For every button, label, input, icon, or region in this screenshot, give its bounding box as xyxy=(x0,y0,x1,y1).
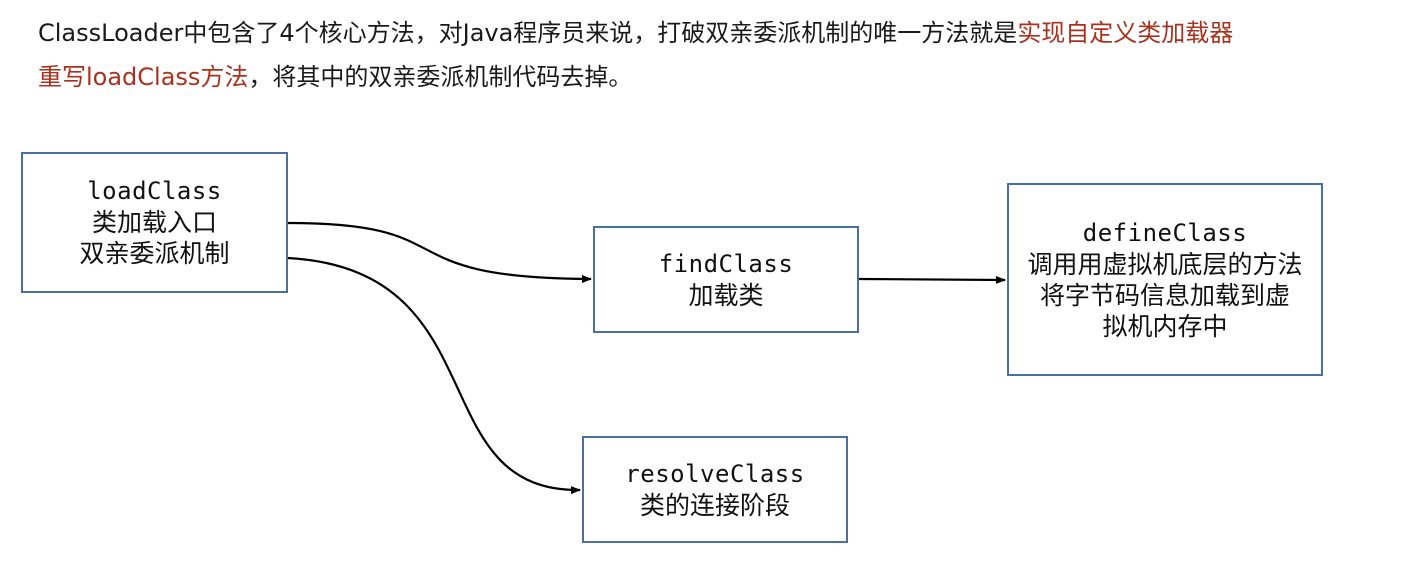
node-loadclass: loadClass 类加载入口 双亲委派机制 xyxy=(21,152,288,293)
intro-line-1-highlight: 实现自定义类加载器 xyxy=(1017,19,1234,47)
intro-line-1: ClassLoader中包含了4个核心方法，对Java程序员来说，打破双亲委派机… xyxy=(38,17,1233,49)
node-loadclass-name: loadClass xyxy=(87,177,222,205)
node-resolveclass-line-1: 类的连接阶段 xyxy=(639,490,790,520)
edge-loadclass-to-findclass xyxy=(287,221,592,283)
intro-line-2-highlight: 重写loadClass方法 xyxy=(38,63,249,91)
node-loadclass-line-1: 类加载入口 xyxy=(91,208,217,237)
edge-findclass-to-defineclass xyxy=(858,275,1006,284)
intro-line-2-text: ，将其中的双亲委派机制代码去掉。 xyxy=(248,63,633,91)
node-resolveclass-name: resolveClass xyxy=(625,459,805,488)
node-findclass: findClass 加载类 xyxy=(593,226,859,333)
node-resolveclass: resolveClass 类的连接阶段 xyxy=(582,436,848,543)
intro-line-1-text: ClassLoader中包含了4个核心方法，对Java程序员来说，打破双亲委派机… xyxy=(38,19,1018,47)
node-loadclass-line-2: 双亲委派机制 xyxy=(79,239,230,268)
node-defineclass-line-3: 拟机内存中 xyxy=(1102,311,1228,341)
edge-loadclass-to-resolveclass xyxy=(287,256,581,495)
node-defineclass-name: defineClass xyxy=(1082,218,1248,247)
node-defineclass: defineClass 调用用虚拟机底层的方法 将字节码信息加载到虚 拟机内存中 xyxy=(1007,183,1323,376)
node-findclass-name: findClass xyxy=(658,249,794,278)
node-findclass-line-1: 加载类 xyxy=(688,280,764,310)
node-defineclass-line-2: 将字节码信息加载到虚 xyxy=(1039,280,1290,310)
intro-line-2: 重写loadClass方法，将其中的双亲委派机制代码去掉。 xyxy=(38,61,632,93)
node-defineclass-line-1: 调用用虚拟机底层的方法 xyxy=(1027,249,1303,279)
